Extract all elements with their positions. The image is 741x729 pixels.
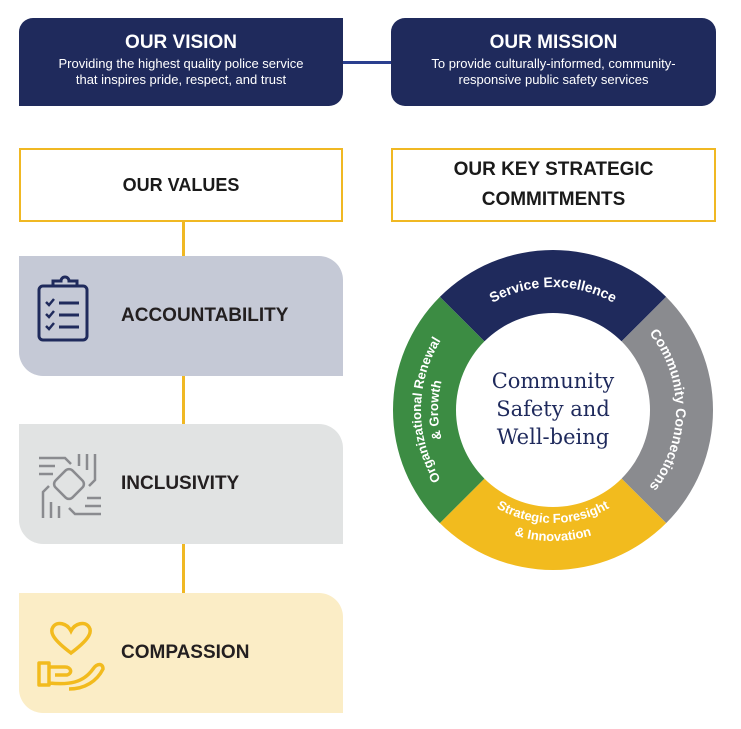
commitments-title-line1: OUR KEY STRATEGIC bbox=[453, 159, 654, 180]
mission-title: OUR MISSION bbox=[489, 32, 618, 53]
center-line2: Safety and bbox=[496, 397, 610, 421]
mission-text-line1: To provide culturally-informed, communit… bbox=[431, 56, 676, 71]
vision-text-line1: Providing the highest quality police ser… bbox=[58, 56, 304, 71]
values-title-box: OUR VALUES bbox=[19, 148, 343, 222]
values-title: OUR VALUES bbox=[122, 175, 240, 195]
clipboard-checklist-icon bbox=[37, 275, 89, 342]
commitments-title-line2: COMMITMENTS bbox=[481, 189, 626, 210]
value-label: ACCOUNTABILITY bbox=[121, 305, 289, 326]
vision-box: OUR VISION Providing the highest quality… bbox=[19, 18, 343, 106]
value-label: COMPASSION bbox=[121, 642, 250, 663]
mission-text-line2: responsive public safety services bbox=[458, 72, 649, 87]
segment-strategic-foresight bbox=[439, 478, 667, 571]
center-line1: Community bbox=[492, 369, 615, 393]
commitments-title-box: OUR KEY STRATEGIC COMMITMENTS bbox=[391, 148, 716, 222]
mission-box: OUR MISSION To provide culturally-inform… bbox=[391, 18, 716, 106]
segment-service-excellence bbox=[439, 249, 667, 342]
segment-label-line2: & Innovation bbox=[513, 524, 592, 544]
value-accountability: ACCOUNTABILITY bbox=[19, 256, 343, 376]
segment-label-line2: & Growth bbox=[426, 378, 445, 441]
vision-mission-connector bbox=[343, 61, 391, 64]
heart-in-hand-icon bbox=[37, 621, 105, 691]
center-line3: Well-being bbox=[497, 425, 609, 449]
joined-hands-icon bbox=[39, 454, 101, 518]
svg-text:& Innovation: & Innovation bbox=[513, 524, 592, 544]
segment-community-connections bbox=[621, 296, 714, 524]
segment-organizational-renewal bbox=[392, 296, 485, 524]
value-inclusivity: INCLUSIVITY bbox=[19, 424, 343, 544]
vision-text-line2: that inspires pride, respect, and trust bbox=[75, 72, 287, 87]
svg-text:& Growth: & Growth bbox=[426, 378, 445, 441]
value-label: INCLUSIVITY bbox=[121, 473, 240, 494]
values-connector bbox=[182, 222, 185, 596]
value-compassion: COMPASSION bbox=[19, 593, 343, 713]
vision-title: OUR VISION bbox=[125, 32, 237, 53]
